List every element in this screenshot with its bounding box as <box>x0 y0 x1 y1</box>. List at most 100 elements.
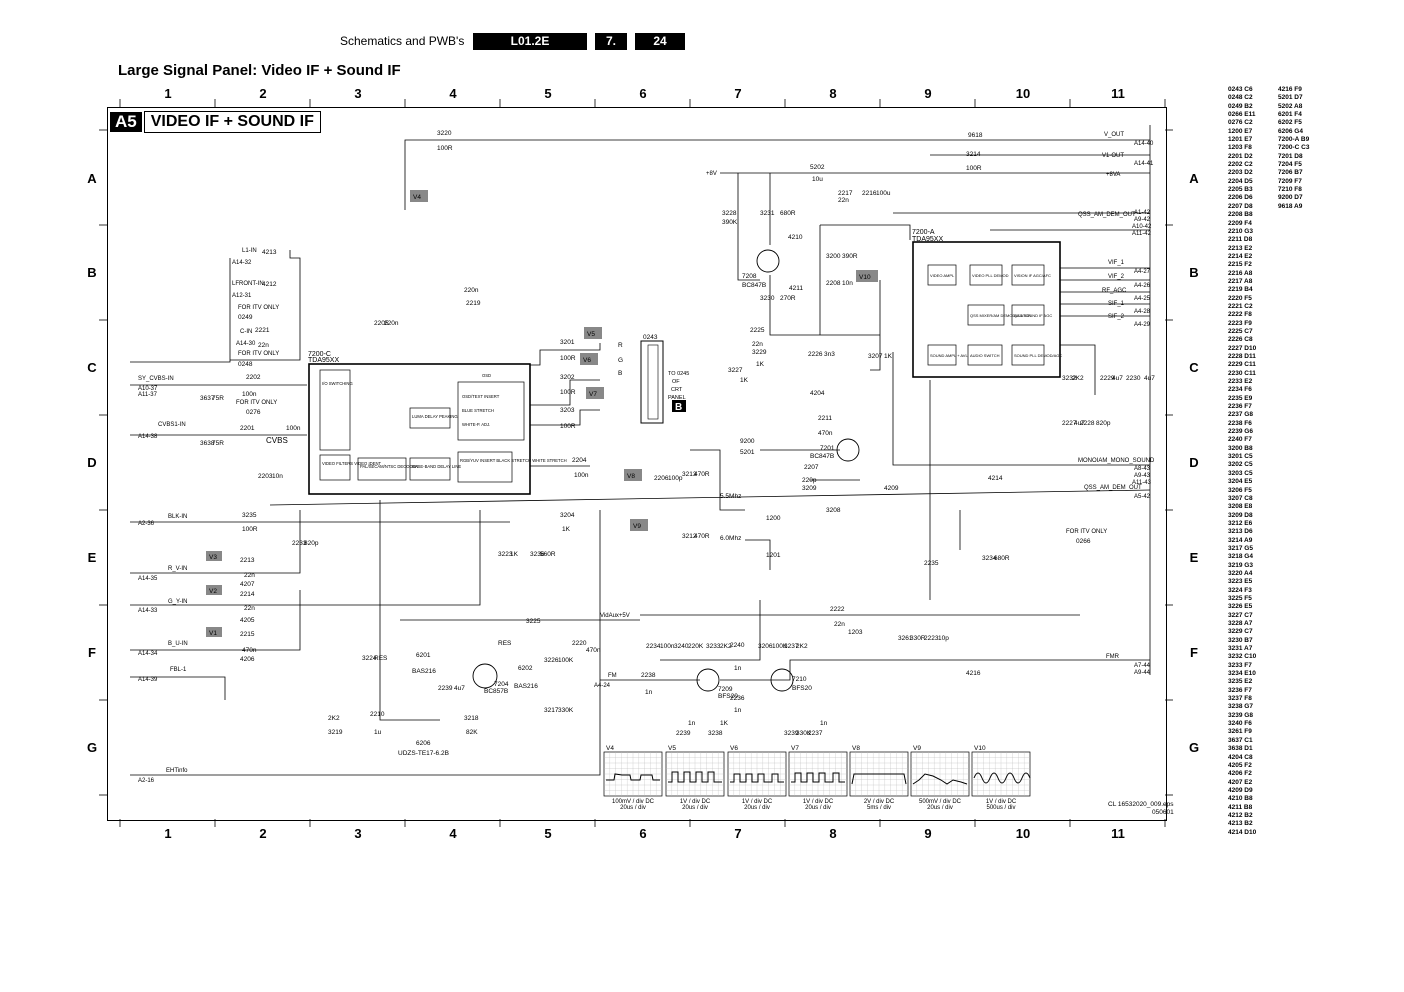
ic-7200a: 7200-A TDA95XX VIDEO AMPL VIDEO PLL DEMO… <box>912 229 1062 378</box>
part-index-entry: 5201 D7 <box>1278 94 1303 102</box>
part-label: BFS20 <box>792 685 812 692</box>
transistor-7210 <box>770 668 794 692</box>
part-label: 5201 <box>740 449 755 456</box>
part-label: 4209 <box>884 485 899 492</box>
net-label: +8V <box>706 171 717 177</box>
part-label: 3232 <box>1062 375 1077 382</box>
part-label: 3219 <box>328 729 343 736</box>
part-index-entry: 2223 F9 <box>1228 319 1252 327</box>
part-index-entry: 2216 A8 <box>1228 269 1253 277</box>
part-index-entry: 3206 F5 <box>1228 486 1252 494</box>
part-label: 3200 <box>826 253 841 260</box>
ic-block: VIDEO FILTERS VIDEO IDENT <box>322 461 381 466</box>
part-label: 100K <box>558 657 574 664</box>
part-index-entry: 4207 E2 <box>1228 778 1253 786</box>
part-index-entry: 3219 G3 <box>1228 561 1253 569</box>
schematic-sheet <box>107 107 1167 821</box>
part-label: 2222 <box>830 606 845 613</box>
scope-settings: 500mV / div DC <box>919 799 962 805</box>
scope-id: V9 <box>913 745 921 752</box>
part-label: 3637 <box>200 395 215 402</box>
part-label: 1u <box>374 729 382 736</box>
part-index-entry: 2201 D2 <box>1228 152 1253 160</box>
part-label: 3237 <box>784 643 799 650</box>
part-label: 2238 <box>641 672 656 679</box>
net-label: A4-24 <box>594 683 611 689</box>
part-index-entry: 3233 F7 <box>1228 661 1252 669</box>
scope-timebase: 20us / div <box>927 805 953 811</box>
row-label: C <box>1189 360 1199 375</box>
net-label: FOR ITV ONLY <box>238 351 279 357</box>
probe-label: V2 <box>209 588 217 595</box>
net-label: A12-31 <box>232 293 252 299</box>
net-label: A11-37 <box>138 392 158 398</box>
part-label: 4205 <box>240 617 255 624</box>
net-label: A4-28 <box>1134 309 1151 315</box>
net-label: VIF_1 <box>1108 260 1125 266</box>
ic-block: OSD <box>482 373 491 378</box>
part-label: 1K <box>740 377 749 384</box>
col-label: 5 <box>544 826 552 841</box>
transistor-7201 <box>836 438 860 462</box>
part-label: 1K <box>884 353 893 360</box>
part-label: 220n <box>384 320 399 327</box>
part-index-entry: 3207 C8 <box>1228 494 1253 502</box>
part-index-entry: 3261 F9 <box>1228 728 1252 736</box>
part-label: 100u <box>876 190 891 197</box>
part-index-entry: 2204 D5 <box>1228 177 1253 185</box>
part-label: 4214 <box>988 475 1003 482</box>
part-label: BFS20 <box>718 693 738 700</box>
part-label: BAS216 <box>514 683 538 690</box>
net-label: LFRONT-IN <box>232 281 264 287</box>
ic-block: AUDIO SWITCH <box>970 353 1000 358</box>
part-index-entry: 2225 C7 <box>1228 327 1253 335</box>
probe-label: V4 <box>413 194 421 201</box>
part-index-entry: 3230 B7 <box>1228 636 1253 644</box>
net-label: A14-41 <box>1134 161 1154 167</box>
scope-waveform <box>973 772 1031 784</box>
part-index-entry: 3234 E10 <box>1228 670 1256 678</box>
net-label: G <box>618 357 623 364</box>
part-index-entry: 3237 F8 <box>1228 695 1252 703</box>
part-label: 3235 <box>242 512 257 519</box>
net-label: A14-33 <box>138 608 158 614</box>
net-label: L1-IN <box>242 248 257 254</box>
part-index-entry: 1203 F8 <box>1228 144 1252 152</box>
scope-settings: 2V / div DC <box>864 799 895 805</box>
part-label: 100n <box>286 425 301 432</box>
part-label: 4213 <box>262 249 277 256</box>
transistor-7208 <box>756 249 780 273</box>
net-label: G_Y-IN <box>168 599 187 605</box>
part-index-entry: 2202 C2 <box>1228 161 1253 169</box>
col-label: 3 <box>354 826 362 841</box>
part-label: 6202 <box>518 665 533 672</box>
col-label: 10 <box>1015 86 1031 101</box>
part-label: 75R <box>212 440 224 447</box>
part-label: 100p <box>668 475 683 482</box>
diagram-title: VIDEO IF + SOUND IF <box>143 111 321 133</box>
part-label: 2213 <box>240 557 255 564</box>
part-label: 100n <box>242 391 257 398</box>
part-index-entry: 7201 D8 <box>1278 152 1303 160</box>
scope-waveform <box>606 773 660 781</box>
ic-block: PAL/SECAM/NTSC DECODER <box>360 464 418 469</box>
net-label: A14-38 <box>138 434 158 440</box>
part-label: 2205 <box>374 320 389 327</box>
part-label: 3218 <box>464 715 479 722</box>
net-label: BLK-IN <box>168 514 187 520</box>
part-label: 100n <box>660 643 675 650</box>
part-index-entry: 3240 F6 <box>1228 720 1252 728</box>
part-label: 2K2 <box>328 715 340 722</box>
part-index-entry: 2206 D6 <box>1228 194 1253 202</box>
part-label: 4204 <box>810 390 825 397</box>
col-label: 2 <box>259 826 267 841</box>
net-label: A14-34 <box>138 651 158 657</box>
part-label: 4u7 <box>454 685 465 692</box>
part-index-entry: 3231 A7 <box>1228 645 1253 653</box>
part-label: 6206 <box>416 740 431 747</box>
part-index-entry: 7204 F5 <box>1278 161 1302 169</box>
